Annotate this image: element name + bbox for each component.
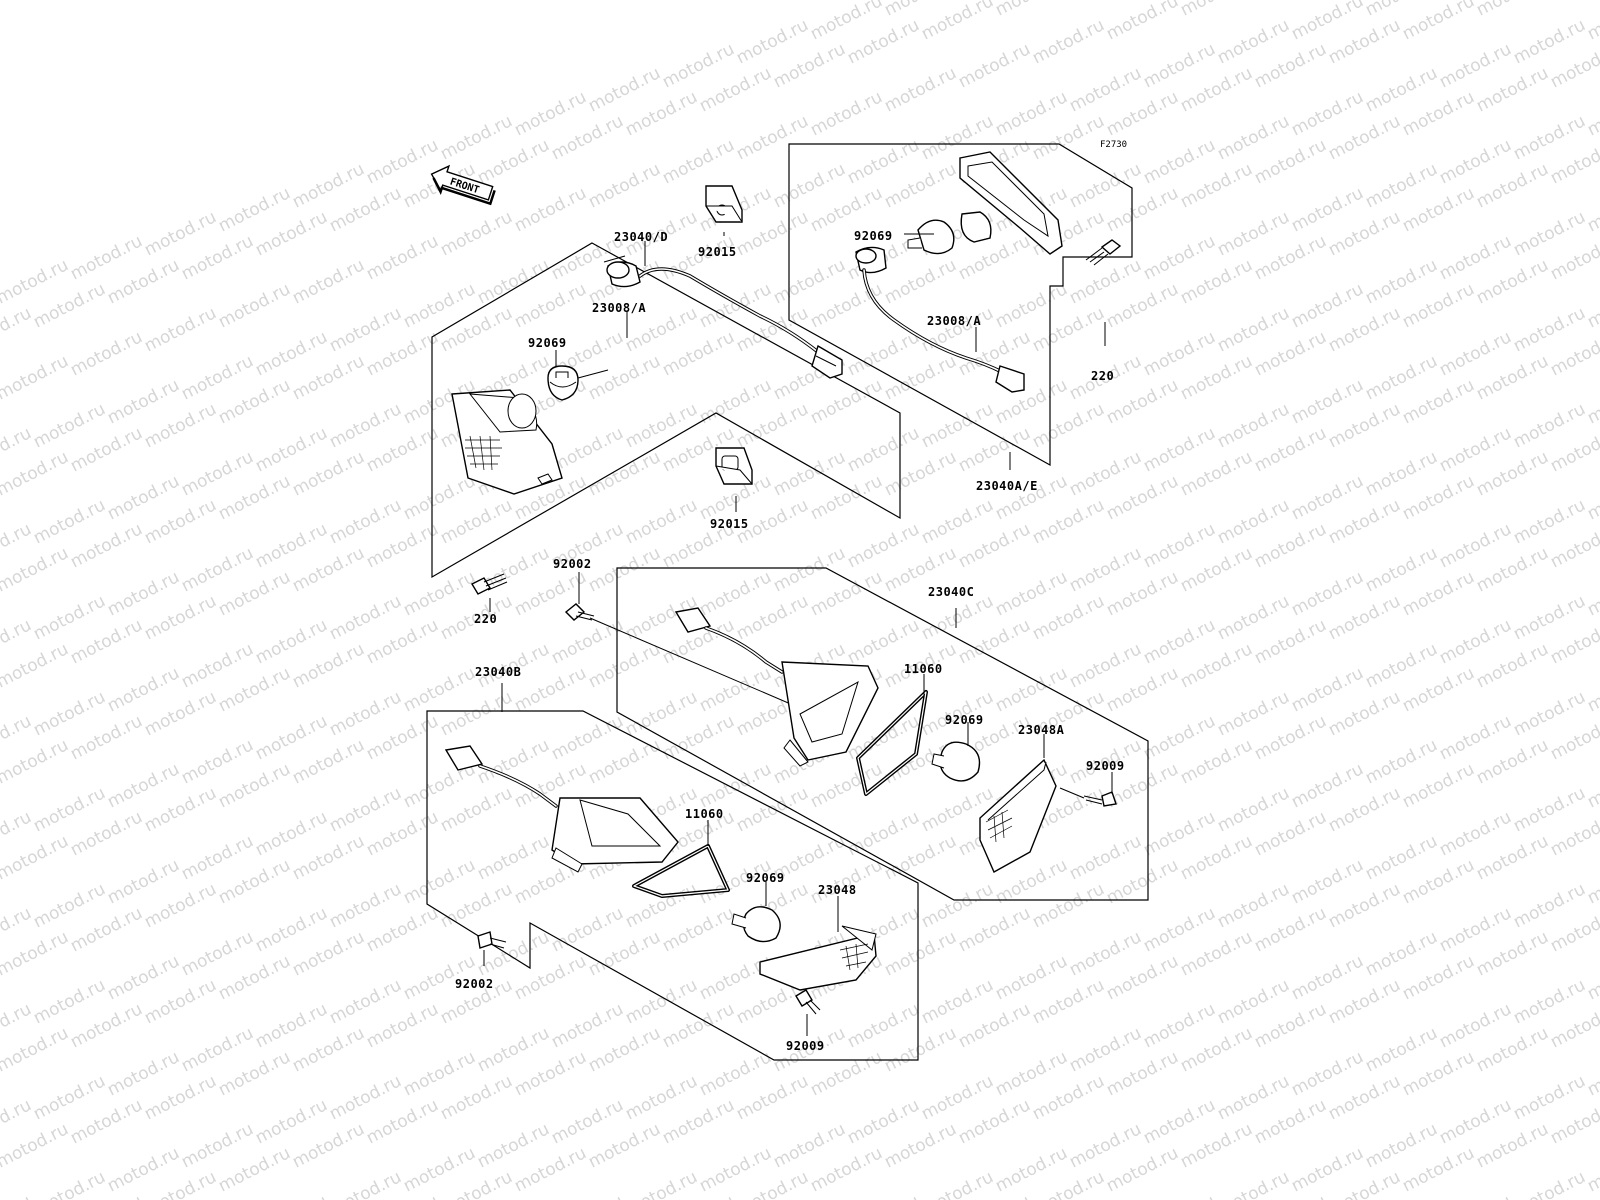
front-arrow-icon: FRONT xyxy=(430,164,496,206)
part-label-92069-rear: 92069 xyxy=(854,229,893,243)
figure-code: F2730 xyxy=(1100,140,1127,150)
part-label-11060-right: 11060 xyxy=(904,662,943,676)
part-label-92009-right: 92009 xyxy=(1086,759,1125,773)
grommet-clip-lower xyxy=(715,447,753,485)
part-label-92069-right: 92069 xyxy=(945,713,984,727)
part-label-92015-upper: 92015 xyxy=(698,245,737,259)
screw-icon xyxy=(1085,239,1122,266)
part-label-23008-a-rear: 23008/A xyxy=(927,314,981,328)
part-label-220-rear: 220 xyxy=(1091,369,1114,383)
frame-23040-d xyxy=(431,242,901,579)
screw-icon xyxy=(477,931,507,949)
screw-icon xyxy=(471,573,508,595)
lens-housing xyxy=(451,389,563,495)
part-label-23008-a-front: 23008/A xyxy=(592,301,646,315)
screw-icon xyxy=(795,989,821,1015)
connector-icon xyxy=(444,745,484,771)
frame-23040c xyxy=(616,567,1149,901)
part-label-92002-left: 92002 xyxy=(455,977,494,991)
socket-icon xyxy=(855,246,887,274)
frame-23040b xyxy=(426,710,919,1061)
turn-signal-assembly-23040c xyxy=(564,603,1117,873)
part-label-23040c: 23040C xyxy=(928,585,974,599)
turn-signal-assembly-23040b xyxy=(444,745,877,1015)
grommet-clip-upper xyxy=(705,185,743,223)
screw-icon xyxy=(564,603,595,621)
lens-cover xyxy=(979,758,1057,873)
watermark-text: motod.ru xyxy=(0,1191,35,1200)
screw-icon xyxy=(1083,791,1117,807)
connector-icon xyxy=(995,365,1025,393)
part-label-11060-left: 11060 xyxy=(685,807,724,821)
part-label-23040-d: 23040/D xyxy=(614,230,668,244)
socket-icon xyxy=(606,261,641,288)
part-label-92015-lower: 92015 xyxy=(710,517,749,531)
connector-icon xyxy=(674,607,712,633)
bulb-icon xyxy=(547,365,579,401)
part-label-23048a: 23048A xyxy=(1018,723,1065,737)
bulb-icon xyxy=(931,741,981,782)
bulb-icon xyxy=(731,906,781,943)
part-label-23040a-e: 23040A/E xyxy=(976,479,1038,493)
frame-23040a-e xyxy=(788,143,1133,467)
part-label-23040b: 23040B xyxy=(475,665,521,679)
part-label-92009-left: 92009 xyxy=(786,1039,825,1053)
part-label-23048: 23048 xyxy=(818,883,857,897)
part-label-220-front: 220 xyxy=(474,612,497,626)
turn-signal-assembly-23040a-e xyxy=(855,151,1063,393)
part-label-92002-right: 92002 xyxy=(553,557,592,571)
bulb-icon xyxy=(907,219,955,255)
lens-cover xyxy=(759,933,877,991)
part-label-92069-front: 92069 xyxy=(528,336,567,350)
part-label-92069-left: 92069 xyxy=(746,871,785,885)
turn-signal-assembly-23040-d xyxy=(451,255,843,495)
